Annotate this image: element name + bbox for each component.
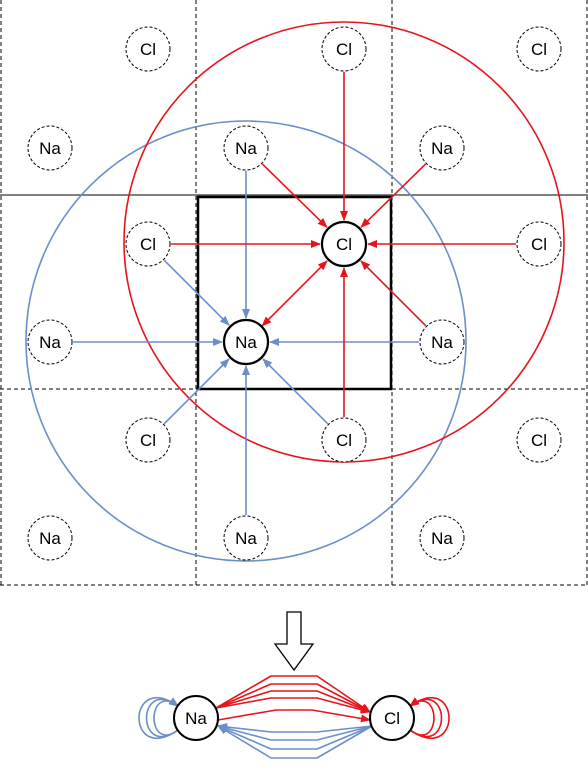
cl-self-loop — [409, 697, 443, 738]
atom-circle — [125, 221, 171, 267]
blue-arrow-cl-r4-c1 — [163, 358, 230, 425]
summary-blue-arc — [217, 724, 373, 741]
atom-label: Na — [235, 529, 257, 548]
summary-graph: Na Cl — [138, 675, 450, 759]
interaction-arrows — [73, 72, 516, 515]
cl-self-loop — [409, 697, 450, 739]
summary-blue-arc — [217, 723, 373, 733]
atom-cl-r0-c3: Cl — [321, 26, 367, 72]
summary-blue-arc — [217, 725, 373, 750]
atom-circle — [321, 417, 367, 463]
summary-red-arc — [217, 709, 371, 723]
atom-circle — [419, 515, 465, 561]
na-self-loop — [138, 697, 179, 739]
down-arrow-icon — [273, 611, 315, 672]
atom-na-r5-c4: Na — [419, 515, 465, 561]
atom-circle — [516, 221, 562, 267]
atom-circle — [173, 695, 219, 741]
atom-label: Na — [235, 139, 257, 158]
summary-cl-atom: Cl — [369, 695, 415, 741]
atom-label: Na — [235, 333, 257, 352]
atom-label: Na — [431, 333, 453, 352]
atom-na-r3-c4: Na — [419, 319, 465, 365]
blue-arrow-cl-r2-c1 — [163, 259, 230, 326]
atom-label: Cl — [140, 235, 156, 254]
atom-circle — [419, 319, 465, 365]
atom-label: Cl — [336, 235, 352, 254]
atom-circle — [27, 515, 73, 561]
atom-label: Cl — [531, 40, 547, 59]
na-cutoff-circle — [25, 120, 467, 562]
atom-label: Na — [431, 529, 453, 548]
atom-circle — [27, 125, 73, 171]
atom-label: Cl — [336, 431, 352, 450]
summary-na-atom: Na — [173, 695, 219, 741]
atom-label: Na — [185, 709, 207, 728]
na-self-loop — [145, 697, 179, 738]
red-arrow-na-r1-c4 — [360, 163, 427, 228]
summary-red-arc — [215, 697, 371, 714]
atom-label: Na — [39, 139, 61, 158]
atom-label: Cl — [531, 235, 547, 254]
red-arrow-na-r3-c4 — [360, 260, 427, 327]
atom-label: Cl — [384, 709, 400, 728]
atom-na-r1-c4: Na — [419, 125, 465, 171]
atom-label: Cl — [140, 40, 156, 59]
atom-na-r3-c0: Na — [27, 319, 73, 365]
atom-label: Na — [39, 529, 61, 548]
atom-label: Cl — [336, 40, 352, 59]
mutual-red-arrow — [261, 260, 328, 327]
summary-blue-arc — [217, 725, 373, 759]
atom-circle — [369, 695, 415, 741]
atom-na-r1-c0: Na — [27, 125, 73, 171]
atom-label: Cl — [140, 431, 156, 450]
atom-cl-r4-c5: Cl — [516, 417, 562, 463]
atom-label: Na — [39, 333, 61, 352]
atom-circle — [320, 220, 368, 268]
atom-circle — [125, 417, 171, 463]
atom-circle — [516, 417, 562, 463]
atom-circle — [222, 318, 270, 366]
atom-na-r5-c0: Na — [27, 515, 73, 561]
atom-circle — [223, 515, 269, 561]
summary-red-arc — [215, 683, 371, 713]
atom-cl-r2-c5: Cl — [516, 221, 562, 267]
atom-na-r5-c2: Na — [223, 515, 269, 561]
blue-arrow-cl-r4-c3 — [262, 358, 329, 425]
red-arrow-na-r1-c2 — [261, 163, 328, 228]
atom-circle — [419, 125, 465, 171]
atom-cl-r0-c1: Cl — [125, 26, 171, 72]
atom-circle — [223, 125, 269, 171]
atom-circle — [125, 26, 171, 72]
summary-red-arc — [215, 690, 371, 713]
atom-circle — [27, 319, 73, 365]
atom-cl-center: Cl — [320, 220, 368, 268]
atom-cl-r4-c3: Cl — [321, 417, 367, 463]
atom-label: Cl — [531, 431, 547, 450]
atom-na-center: Na — [222, 318, 270, 366]
atom-cl-r4-c1: Cl — [125, 417, 171, 463]
atom-cl-r2-c1: Cl — [125, 221, 171, 267]
atom-label: Na — [431, 139, 453, 158]
summary-red-arc — [215, 675, 371, 713]
atom-circle — [321, 26, 367, 72]
atom-cl-r0-c5: Cl — [516, 26, 562, 72]
atom-circle — [516, 26, 562, 72]
atom-na-r1-c2: Na — [223, 125, 269, 171]
